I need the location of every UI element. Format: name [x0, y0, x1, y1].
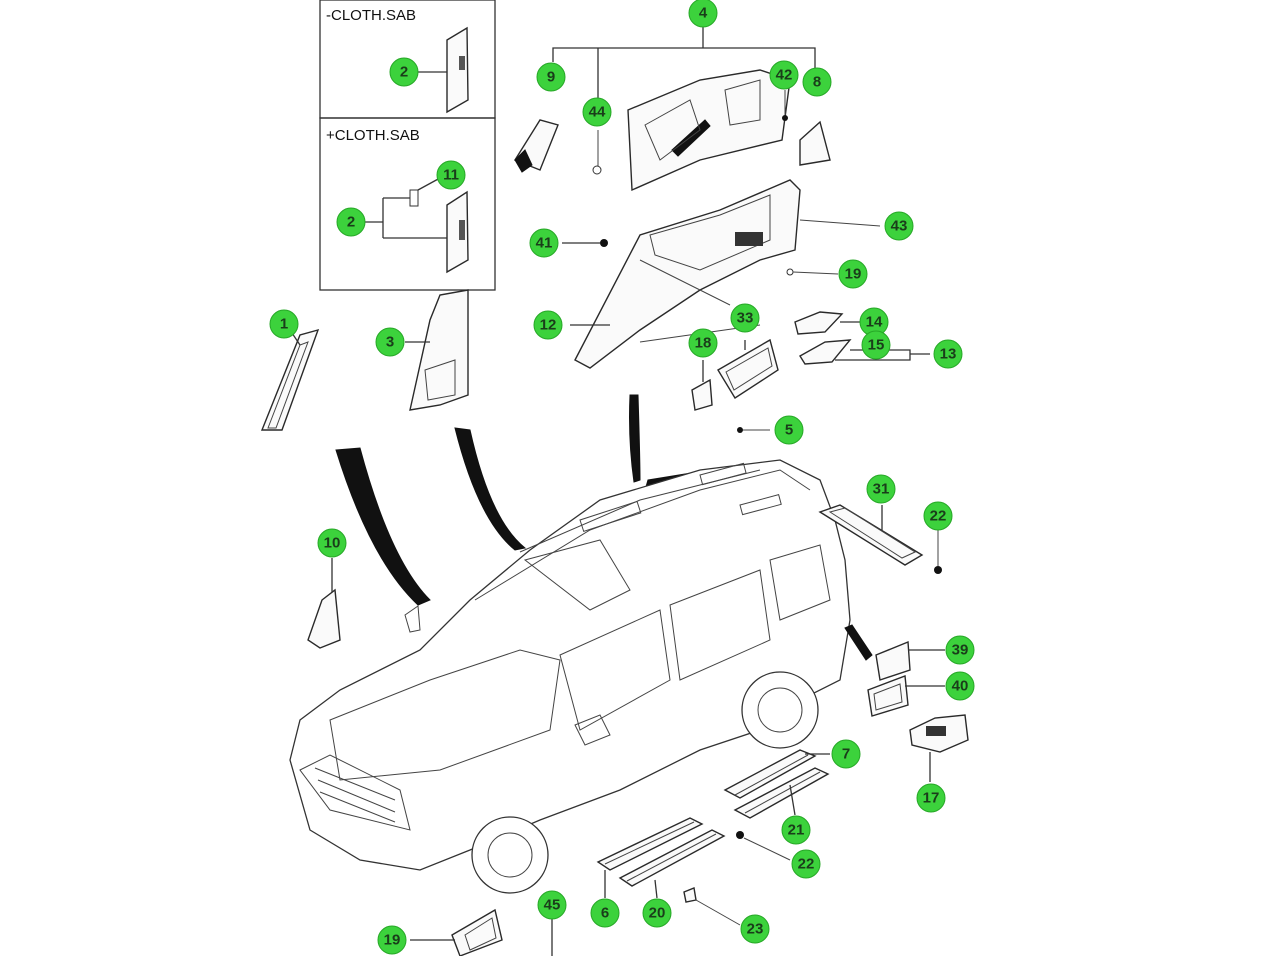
- svg-text:41: 41: [536, 235, 553, 252]
- rear-trims: [844, 624, 969, 782]
- callout-badge: 23: [740, 914, 770, 944]
- small-trim-parts: [794, 311, 930, 365]
- svg-text:33: 33: [737, 310, 754, 327]
- callout-badge: 45: [537, 890, 567, 920]
- callout-badge: 22: [791, 849, 821, 879]
- trim-panel-33: [691, 338, 779, 433]
- callout-badge: 4: [688, 0, 718, 28]
- svg-text:42: 42: [776, 67, 793, 84]
- callout-badge: 3: [375, 327, 405, 357]
- svg-text:6: 6: [601, 905, 609, 922]
- svg-text:18: 18: [695, 335, 712, 352]
- svg-text:17: 17: [923, 790, 940, 807]
- callout-badge: 1: [269, 309, 299, 339]
- callout-badge: 7: [831, 739, 861, 769]
- callout-badge: 15: [861, 330, 891, 360]
- svg-text:14: 14: [866, 314, 883, 331]
- svg-text:2: 2: [400, 64, 408, 81]
- svg-text:23: 23: [747, 921, 764, 938]
- svg-text:12: 12: [540, 317, 557, 334]
- callout-badge: 20: [642, 898, 672, 928]
- callout-badge: 11: [436, 160, 466, 190]
- callout-badge: 21: [781, 815, 811, 845]
- svg-text:39: 39: [952, 642, 969, 659]
- svg-text:45: 45: [544, 897, 561, 914]
- fasteners-bottom: [410, 831, 791, 956]
- callout-badge: 44: [582, 97, 612, 127]
- suv-outline: [289, 459, 851, 894]
- inset-box-label: +CLOTH.SAB: [326, 127, 420, 144]
- sill-plates-front: [596, 817, 726, 899]
- callout-badge: 6: [590, 898, 620, 928]
- callout-badge: 22: [923, 501, 953, 531]
- callout-badge: 33: [730, 303, 760, 333]
- part-10: [307, 558, 341, 649]
- quarter-trim-lower: [562, 179, 881, 369]
- svg-text:19: 19: [845, 266, 862, 283]
- svg-text:13: 13: [940, 346, 957, 363]
- svg-text:1: 1: [280, 316, 288, 333]
- svg-text:15: 15: [868, 337, 885, 354]
- quarter-trim-upper: [513, 25, 831, 192]
- svg-text:3: 3: [386, 334, 394, 351]
- svg-text:5: 5: [785, 422, 793, 439]
- svg-text:40: 40: [952, 678, 969, 695]
- svg-text:43: 43: [891, 218, 908, 235]
- callout-badge: 9: [536, 62, 566, 92]
- callout-badge: 10: [317, 528, 347, 558]
- svg-text:11: 11: [443, 167, 459, 184]
- callout-badge: 18: [688, 328, 718, 358]
- callout-badge: 8: [802, 67, 832, 97]
- svg-text:31: 31: [873, 481, 890, 498]
- callout-badges: 2 11 2 4 9 44 42 8 43 41 19 12 33 14 15 …: [269, 0, 975, 955]
- callout-badge: 19: [377, 925, 407, 955]
- callout-badge: 42: [769, 60, 799, 90]
- pillar-trims: [260, 289, 469, 431]
- svg-text:22: 22: [930, 508, 947, 525]
- svg-text:7: 7: [842, 746, 850, 763]
- callout-badge: 41: [529, 228, 559, 258]
- svg-text:44: 44: [589, 104, 606, 121]
- callout-badge: 17: [916, 783, 946, 813]
- svg-text:19: 19: [384, 932, 401, 949]
- svg-text:9: 9: [547, 69, 555, 86]
- callout-badge: 13: [933, 339, 963, 369]
- svg-text:22: 22: [798, 856, 815, 873]
- svg-text:21: 21: [788, 822, 805, 839]
- svg-text:8: 8: [813, 74, 821, 91]
- inset-box-minus-cloth-sab: -CLOTH.SAB: [319, 0, 496, 119]
- callout-badge: 2: [389, 57, 419, 87]
- inset-box-plus-cloth-sab: +CLOTH.SAB: [319, 117, 496, 291]
- callout-badge: 40: [945, 671, 975, 701]
- callout-badge: 19: [838, 259, 868, 289]
- svg-text:10: 10: [324, 535, 341, 552]
- callout-badge: 39: [945, 635, 975, 665]
- svg-text:2: 2: [347, 214, 355, 231]
- callout-badge: 2: [336, 207, 366, 237]
- inset-box-label: -CLOTH.SAB: [326, 7, 416, 24]
- svg-text:20: 20: [649, 905, 666, 922]
- callout-badge: 31: [866, 474, 896, 504]
- callout-badge: 12: [533, 310, 563, 340]
- svg-text:4: 4: [699, 5, 708, 22]
- callout-badge: 5: [774, 415, 804, 445]
- sill-plates-middle: [723, 749, 830, 819]
- rear-sill-plate: [818, 504, 942, 574]
- callout-badge: 43: [884, 211, 914, 241]
